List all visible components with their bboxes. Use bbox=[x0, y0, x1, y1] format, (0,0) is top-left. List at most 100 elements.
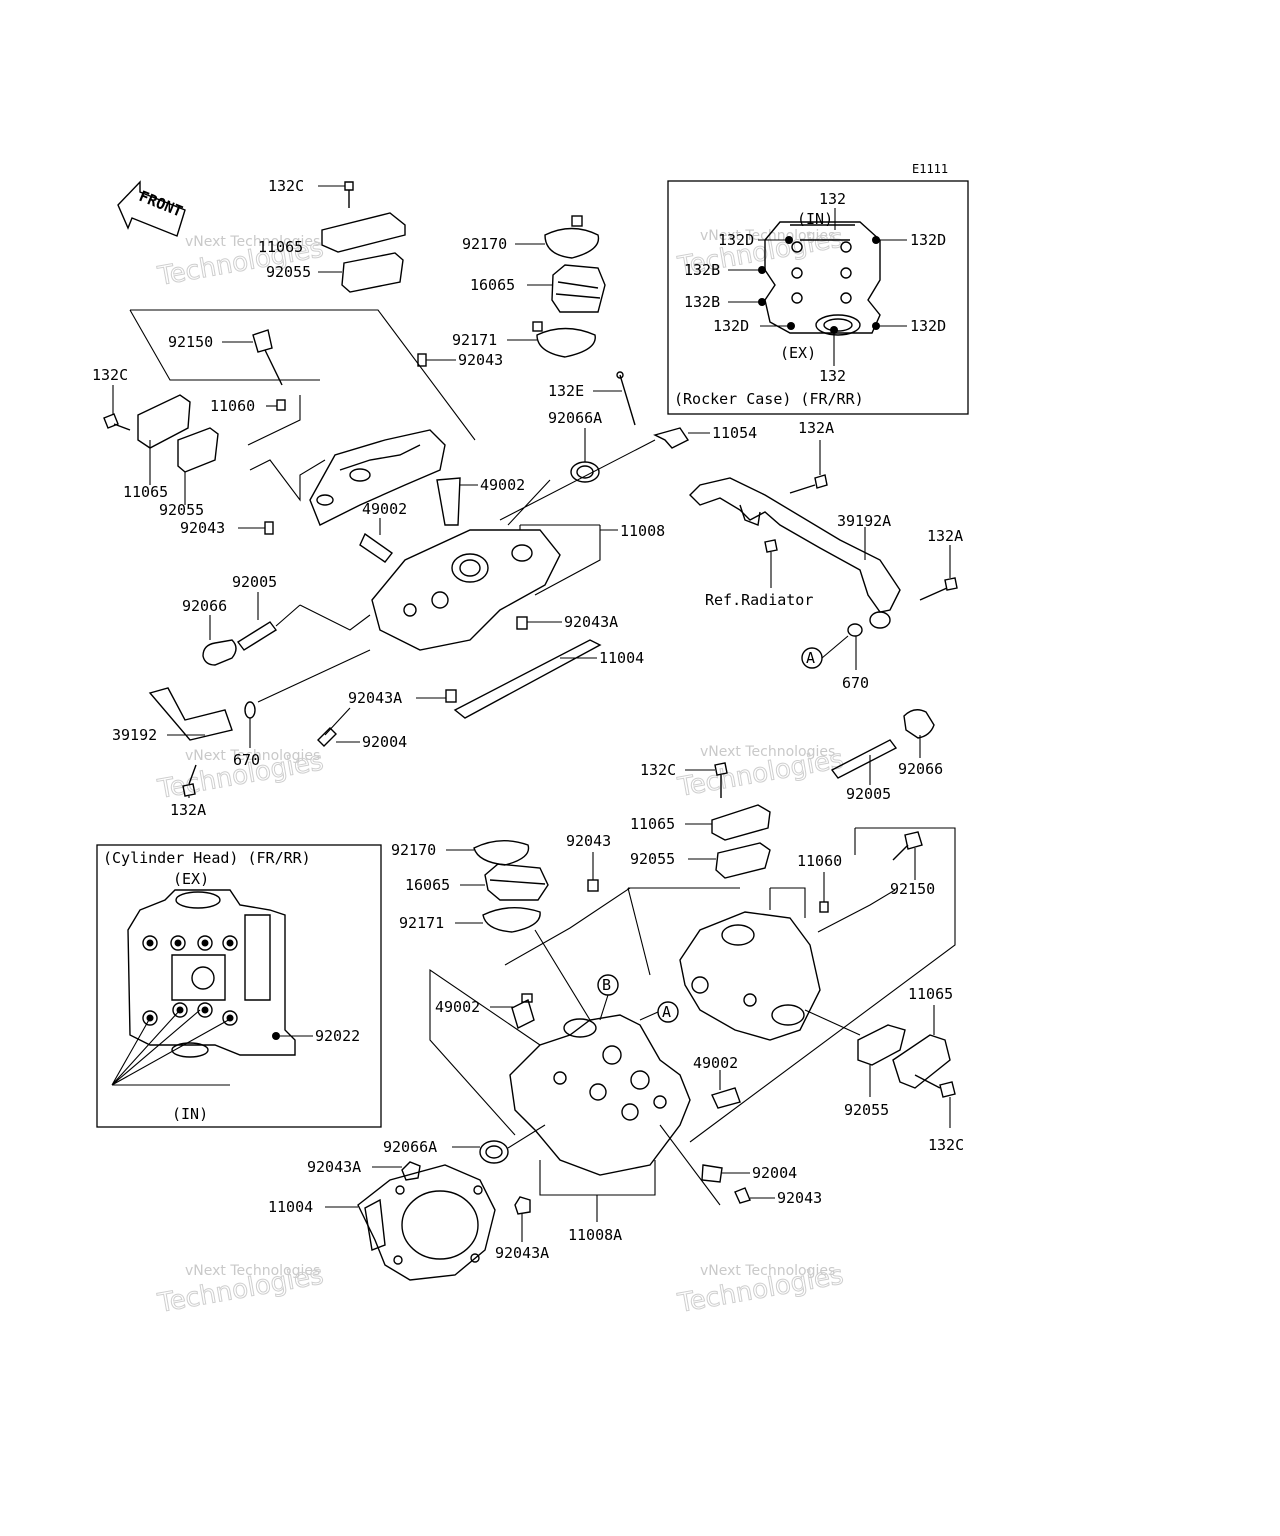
cylinder-head-caption: (Cylinder Head) (FR/RR) bbox=[103, 849, 311, 867]
valve-guide-icon bbox=[436, 477, 461, 526]
part-label: 11004 bbox=[268, 1198, 313, 1216]
part-label: 92043 bbox=[566, 832, 611, 850]
marker-label: A bbox=[806, 649, 815, 667]
rocker-in-label: (IN) bbox=[797, 210, 833, 228]
watermark-group-4: vNext Technologies Technologies bbox=[675, 744, 847, 804]
valve-guide-icon bbox=[359, 532, 394, 563]
part-label: 92043 bbox=[458, 351, 503, 369]
marker-a-icon: A bbox=[801, 647, 823, 669]
part-label: 11054 bbox=[712, 424, 757, 442]
part-label: 11008A bbox=[568, 1226, 622, 1244]
bolt-icon bbox=[919, 577, 958, 601]
part-label: 132 bbox=[819, 367, 846, 385]
part-label: 92170 bbox=[391, 841, 436, 859]
watermark-text: vNext Technologies bbox=[700, 1263, 835, 1279]
part-label: 670 bbox=[842, 674, 869, 692]
bolt-icon bbox=[252, 329, 283, 386]
part-label: 92043 bbox=[180, 519, 225, 537]
part-label: 92005 bbox=[846, 785, 891, 803]
part-label: 132A bbox=[798, 419, 834, 437]
part-label: 11008 bbox=[620, 522, 665, 540]
marker-b-icon: B bbox=[597, 974, 619, 996]
bolt-icon bbox=[714, 762, 728, 798]
part-label: 92066 bbox=[898, 760, 943, 778]
part-label: 132A bbox=[170, 801, 206, 819]
part-label: 92043A bbox=[348, 689, 402, 707]
cylinder-head-inset: (Cylinder Head) (FR/RR) (EX) 92022 (IN) bbox=[96, 844, 382, 1128]
part-label: 132D bbox=[713, 317, 749, 335]
part-label: 132 bbox=[819, 190, 846, 208]
part-label: 92066A bbox=[548, 409, 602, 427]
watermark-text: vNext Technologies bbox=[185, 748, 320, 764]
part-label: 132B bbox=[684, 293, 720, 311]
bolt-icon bbox=[103, 413, 131, 431]
part-label: 132C bbox=[928, 1136, 964, 1154]
part-label: 49002 bbox=[435, 998, 480, 1016]
part-label: 670 bbox=[233, 751, 260, 769]
watermark-text: vNext Technologies bbox=[185, 1263, 320, 1279]
bolt-icon bbox=[182, 764, 197, 797]
marker-label: A bbox=[662, 1003, 671, 1021]
rocker-case-caption: (Rocker Case) (FR/RR) bbox=[674, 390, 864, 408]
watermark-group-6: vNext Technologies Technologies bbox=[675, 1260, 847, 1320]
front-arrow-icon: FRONT bbox=[117, 180, 186, 237]
part-label: 92170 bbox=[462, 235, 507, 253]
watermark-text: vNext Technologies bbox=[700, 744, 835, 760]
part-label: 92043A bbox=[495, 1244, 549, 1262]
part-label: 11065 bbox=[258, 238, 303, 256]
part-label: 92022 bbox=[315, 1027, 360, 1045]
watermark-group-5: vNext Technologies Technologies bbox=[155, 1260, 327, 1320]
part-label: 132D bbox=[910, 231, 946, 249]
marker-a-icon: A bbox=[657, 1001, 679, 1023]
part-label: 39192A bbox=[837, 512, 891, 530]
part-label: 92055 bbox=[630, 850, 675, 868]
part-label: 49002 bbox=[693, 1054, 738, 1072]
bolt-icon bbox=[892, 831, 923, 861]
part-label: 92171 bbox=[452, 331, 497, 349]
part-label: 92055 bbox=[844, 1101, 889, 1119]
part-label: 92055 bbox=[159, 501, 204, 519]
diagram-code: E1111 bbox=[912, 162, 948, 176]
part-label: 92150 bbox=[168, 333, 213, 351]
part-label: 92171 bbox=[399, 914, 444, 932]
part-label: 11060 bbox=[797, 852, 842, 870]
valve-guide-icon bbox=[711, 1087, 741, 1109]
cylinder-head-ex-label: (EX) bbox=[173, 870, 209, 888]
part-label: 49002 bbox=[362, 500, 407, 518]
bolt-icon bbox=[344, 181, 354, 208]
bolt-icon bbox=[789, 474, 828, 494]
valve-guide-icon bbox=[511, 993, 535, 1029]
part-label: 92004 bbox=[362, 733, 407, 751]
part-label: 92055 bbox=[266, 263, 311, 281]
part-label: 92043A bbox=[307, 1158, 361, 1176]
cylinder-head-in-label: (IN) bbox=[172, 1105, 208, 1123]
part-label: 132A bbox=[927, 527, 963, 545]
bolt-icon bbox=[764, 539, 778, 553]
part-label: 49002 bbox=[480, 476, 525, 494]
part-label: 39192 bbox=[112, 726, 157, 744]
part-label: 11060 bbox=[210, 397, 255, 415]
part-label: 92066A bbox=[383, 1138, 437, 1156]
part-label: 132C bbox=[640, 761, 676, 779]
part-label: 132D bbox=[910, 317, 946, 335]
part-label: 132C bbox=[268, 177, 304, 195]
part-label: 92066 bbox=[182, 597, 227, 615]
rocker-case-drawing bbox=[758, 221, 881, 336]
water-pipe-assembly: 132A Ref.Radiator 39192A 132A 670 A bbox=[689, 419, 963, 692]
marker-label: B bbox=[602, 976, 611, 994]
part-label: 11065 bbox=[908, 985, 953, 1003]
watermark-text: vNext Technologies bbox=[185, 234, 320, 250]
part-label: 92043A bbox=[564, 613, 618, 631]
part-label: 16065 bbox=[405, 876, 450, 894]
part-label: 132B bbox=[684, 261, 720, 279]
part-label: 92005 bbox=[232, 573, 277, 591]
lower-assembly: 92005 92066 132C 11065 92055 11060 92150 bbox=[268, 709, 964, 1281]
part-label: 132D bbox=[718, 231, 754, 249]
bolt-icon bbox=[914, 1074, 956, 1098]
part-label: 16065 bbox=[470, 276, 515, 294]
part-label: 11004 bbox=[599, 649, 644, 667]
part-label: 92150 bbox=[890, 880, 935, 898]
part-label: 92004 bbox=[752, 1164, 797, 1182]
part-label: 132C bbox=[92, 366, 128, 384]
